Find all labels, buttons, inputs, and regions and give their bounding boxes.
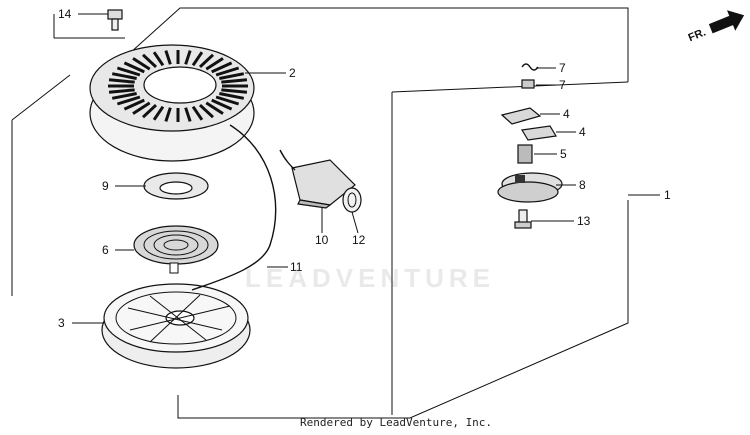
front-direction-indicator: FR. <box>687 10 745 44</box>
vent-slot <box>205 57 224 71</box>
vent-slot <box>116 95 141 106</box>
vent-slot <box>219 72 245 80</box>
starter-rope <box>191 124 277 291</box>
vent-slot <box>164 50 172 65</box>
vent-slot <box>141 103 158 119</box>
callout-5: 5 <box>560 147 567 161</box>
render-credit: Rendered by LeadVenture, Inc. <box>300 416 493 429</box>
callout-1: 1 <box>664 188 671 202</box>
reel-pulley-part <box>101 283 251 369</box>
callout-14: 14 <box>58 7 72 21</box>
leader-lines <box>72 13 660 324</box>
vent-slot <box>191 51 204 67</box>
assembly-boundary <box>11 7 629 419</box>
ratchet-part-lower <box>521 125 557 141</box>
callout-12: 12 <box>352 233 366 247</box>
vent-slot <box>211 98 233 111</box>
vent-slot <box>221 88 248 94</box>
vent-slot <box>111 72 137 80</box>
callout-6: 6 <box>102 243 109 257</box>
spiral-spring-part <box>133 225 219 274</box>
starter-handle-part <box>279 149 356 209</box>
vent-slot <box>184 107 192 122</box>
vent-slot <box>215 95 240 106</box>
callout-labels: 14 2 9 6 3 10 12 11 7 7 4 4 5 8 13 1 <box>58 7 671 330</box>
vent-slot <box>205 101 224 115</box>
callout-3: 3 <box>58 316 65 330</box>
callout-4a: 4 <box>563 107 570 121</box>
vent-slot <box>152 51 165 67</box>
callout-7b: 7 <box>559 78 566 92</box>
vent-slot <box>123 98 145 111</box>
vent-slot <box>108 88 135 94</box>
callout-2: 2 <box>289 66 296 80</box>
vent-slot <box>184 50 192 65</box>
callout-11: 11 <box>290 260 303 274</box>
direction-label: FR. <box>687 26 708 44</box>
vent-slot <box>123 61 145 74</box>
vent-slot <box>116 66 141 77</box>
vent-slot <box>141 53 158 69</box>
callout-8: 8 <box>579 178 586 192</box>
guide-ring-part <box>143 172 209 200</box>
spring-clip-part <box>521 63 539 71</box>
grip-insert-part <box>342 187 362 213</box>
vent-slot <box>221 78 248 84</box>
vent-slot <box>191 105 204 121</box>
callout-10: 10 <box>315 233 329 247</box>
vent-slot <box>108 78 135 84</box>
vent-slot <box>164 107 172 122</box>
vent-slot <box>132 57 151 71</box>
direction-arrow-icon <box>708 10 745 34</box>
vent-slot <box>132 101 151 115</box>
ratchet-part-upper <box>500 107 542 125</box>
compression-spring-part <box>517 144 533 164</box>
vent-slot <box>219 92 245 100</box>
setting-bolt-part <box>514 209 532 229</box>
vent-slot <box>198 103 215 119</box>
watermark-text: LEADVENTURE <box>245 263 496 293</box>
spring-coil-part <box>521 79 535 89</box>
fan-cover-part <box>89 44 255 162</box>
vent-slot <box>215 66 240 77</box>
callout-4b: 4 <box>579 125 586 139</box>
vent-slot <box>152 105 165 121</box>
callout-13: 13 <box>577 214 591 228</box>
vent-slot <box>198 53 215 69</box>
callout-9: 9 <box>102 179 109 193</box>
callout-7a: 7 <box>559 61 566 75</box>
ratchet-guide-part <box>497 172 563 203</box>
vent-slot <box>111 92 137 100</box>
vent-slot <box>211 61 233 74</box>
